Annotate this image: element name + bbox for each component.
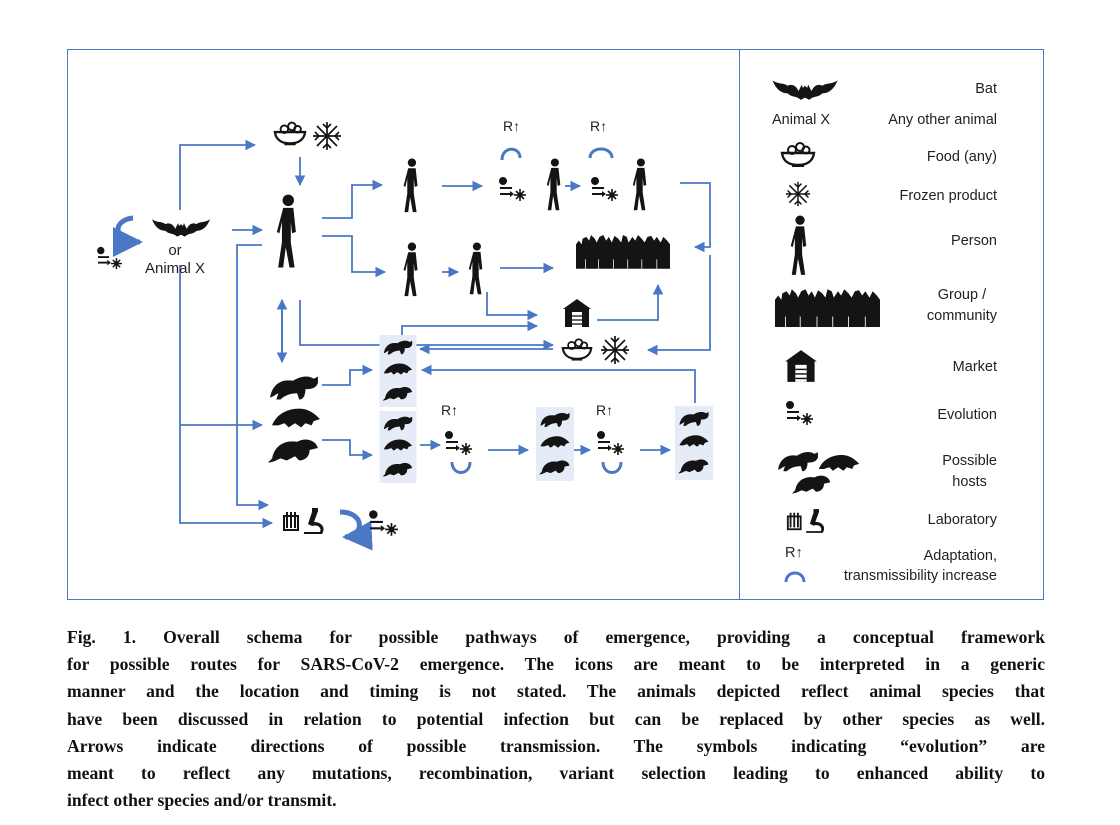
caption-line: for possible routes for SARS-CoV-2 emerg… — [67, 654, 1045, 675]
legend-rat-icon — [792, 475, 831, 494]
legend-food-icon — [780, 141, 816, 167]
legend-laboratory-label: Laboratory — [927, 512, 997, 528]
legend-market-label: Market — [952, 359, 997, 375]
legend-divider — [739, 49, 740, 600]
arrow-hosts-to-market — [401, 320, 539, 343]
lab-loop-curve — [339, 509, 373, 551]
caption-line: infect other species and/or transmit. — [67, 790, 337, 811]
legend-adaptation-curve — [784, 571, 806, 583]
legend-adaptation-label: Adaptation, transmissibility increase — [843, 548, 997, 584]
arrow-person-to-person2 — [322, 179, 384, 219]
arrow-market-to-crowd — [597, 283, 664, 321]
arrow-source-to-food — [179, 139, 257, 210]
diagram-icons — [96, 121, 713, 537]
evolution-icon — [498, 176, 527, 202]
evolution-icon — [368, 509, 400, 537]
legend-evolution-icon — [785, 400, 814, 426]
r-up-label: R↑ — [441, 402, 459, 418]
arrow-animals-to-hosts1 — [322, 364, 374, 386]
legend-frozen-icon — [785, 181, 811, 207]
legend-evolution-label: Evolution — [937, 407, 997, 423]
laboratory-icon — [283, 507, 325, 535]
legend-hosts-label: Possible hosts — [942, 453, 997, 491]
caption-line: manner and the location and timing is no… — [67, 681, 1045, 702]
figure-caption: Fig. 1. Overall schema for possible path… — [67, 624, 1045, 814]
evolution-icon — [590, 176, 619, 202]
arrow-right-to-food2 — [646, 255, 711, 356]
possible-hosts-icon — [379, 411, 416, 483]
legend-any-animal-label: Any other animal — [888, 112, 997, 128]
arrow-person4-to-market — [486, 292, 539, 321]
arrow-person-to-lab — [236, 244, 270, 511]
legend-ferret-icon — [778, 452, 818, 472]
food-icon — [561, 338, 593, 361]
legend-pangolin-icon — [818, 454, 860, 471]
person-icon — [276, 194, 296, 268]
adaptation-curves — [112, 147, 623, 551]
legend-market-icon — [784, 349, 818, 383]
legend-icons — [772, 80, 880, 583]
ferret-icon — [270, 376, 318, 400]
person-icon — [403, 242, 418, 297]
source-loop-curve — [112, 215, 143, 257]
caption-line: have been discussed in relation to poten… — [67, 708, 1045, 729]
evolution-icon — [444, 430, 473, 456]
diagram-frame — [67, 49, 1044, 600]
rat-icon — [268, 439, 318, 463]
legend-frozen-label: Frozen product — [899, 188, 997, 204]
adaptation-curve-4 — [601, 461, 623, 474]
arrow-hostsright-to-hosts — [420, 364, 696, 403]
legend-bat-label: Bat — [975, 81, 997, 97]
r-up-label: R↑ — [596, 402, 614, 418]
arrow-animals-to-hosts2 — [322, 439, 374, 461]
legend-bat-icon — [772, 80, 838, 100]
arrow-to-crowd — [680, 182, 711, 253]
arrow-person-to-food2 — [299, 300, 555, 351]
possible-hosts-icon — [675, 406, 713, 480]
evolution-icon — [596, 430, 625, 456]
pangolin-icon — [272, 408, 320, 428]
market-icon — [562, 298, 592, 328]
transmission-arrows — [179, 139, 711, 529]
legend-group-icon — [775, 288, 880, 328]
person-icon — [468, 242, 483, 295]
person-icon — [403, 158, 418, 213]
legend-group-label: Group / community — [926, 287, 997, 325]
frozen-product-icon — [600, 335, 630, 365]
possible-hosts-icon — [536, 407, 574, 481]
arrow-source-to-lab — [179, 265, 274, 529]
legend-person-icon — [790, 215, 807, 275]
caption-line: Arrows indicate directions of possible t… — [67, 735, 1045, 756]
adaptation-curve-1 — [500, 147, 522, 161]
legend-person-label: Person — [951, 233, 997, 249]
adaptation-curve-2 — [588, 147, 614, 159]
caption-line: Fig. 1. Overall schema for possible path… — [67, 627, 1045, 647]
evolution-icon — [96, 246, 123, 270]
person-icon — [546, 158, 561, 211]
adaptation-curve-3 — [450, 461, 472, 474]
legend-animal-x-label: Animal X — [772, 112, 831, 128]
legend-laboratory-icon — [786, 508, 826, 534]
legend-r-up-label: R↑ — [785, 545, 803, 561]
legend-food-label: Food (any) — [926, 149, 997, 165]
arrow-person-to-person3 — [322, 235, 387, 278]
caption-line: meant to reflect any mutations, recombin… — [67, 763, 1045, 784]
food-icon — [273, 121, 307, 146]
source-label: or Animal X — [144, 242, 206, 277]
person-icon — [632, 158, 647, 211]
frozen-product-icon — [312, 121, 342, 151]
group-icon — [576, 234, 670, 270]
r-up-label: R↑ — [590, 118, 608, 134]
possible-hosts-icon — [379, 335, 416, 407]
bat-icon — [152, 219, 210, 237]
r-up-label: R↑ — [503, 118, 521, 134]
